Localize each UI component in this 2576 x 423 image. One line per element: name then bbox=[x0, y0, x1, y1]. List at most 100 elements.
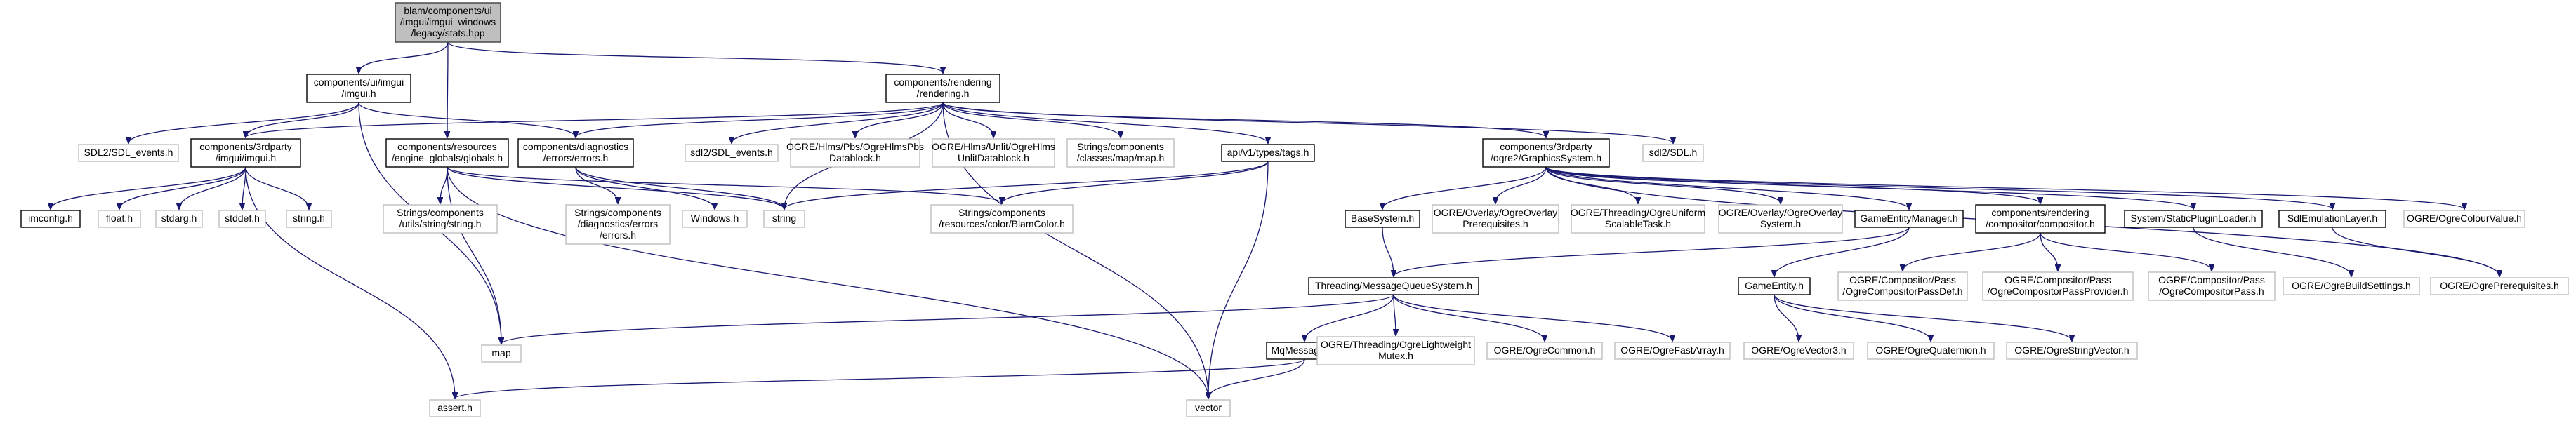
edge-graphics-to-overlay-prereq bbox=[1495, 166, 1547, 203]
node-sdl-events[interactable]: sdl2/SDL_events.h bbox=[685, 144, 779, 162]
node-tags[interactable]: api/v1/types/tags.h bbox=[1221, 144, 1315, 162]
node-label: api/v1/types/tags.h bbox=[1227, 147, 1309, 158]
node-ogre-common[interactable]: OGRE/OgreCommon.h bbox=[1486, 342, 1603, 360]
node-label: imconfig.h bbox=[28, 213, 73, 224]
node-mqs[interactable]: Threading/MessageQueueSystem.h bbox=[1308, 277, 1479, 295]
node-label: /imgui/imgui.h bbox=[216, 152, 276, 163]
node-graphics[interactable]: components/3rdparty/ogre2/GraphicsSystem… bbox=[1482, 138, 1610, 168]
edge-gameentity-to-stringvector bbox=[1774, 294, 2072, 341]
node-label: Mutex.h bbox=[1378, 350, 1413, 361]
node-label: Windows.h bbox=[691, 213, 739, 224]
node-stringvector[interactable]: OGRE/OgreStringVector.h bbox=[2006, 342, 2138, 360]
node-imgui-h[interactable]: components/ui/imgui/imgui.h bbox=[306, 74, 411, 103]
node-label: map bbox=[491, 347, 510, 358]
node-label: Strings/components bbox=[397, 207, 484, 218]
node-label: stdarg.h bbox=[161, 213, 197, 224]
node-label: OGRE/OgreBuildSettings.h bbox=[2292, 280, 2411, 291]
node-sdl2-events[interactable]: SDL2/SDL_events.h bbox=[78, 144, 179, 162]
node-label: Datablock.h bbox=[829, 152, 881, 163]
node-label: /ogre2/GraphicsSystem.h bbox=[1491, 152, 1601, 163]
node-imconfig[interactable]: imconfig.h bbox=[20, 210, 81, 228]
node-colourvalue[interactable]: OGRE/OgreColourValue.h bbox=[2403, 210, 2525, 228]
node-box bbox=[2430, 277, 2569, 295]
node-box bbox=[2148, 271, 2276, 301]
edge-rendering-h-to-third-imgui bbox=[246, 102, 944, 137]
edge-globals-to-string-utils bbox=[440, 166, 448, 203]
edge-gem-to-gameentity bbox=[1774, 227, 1910, 276]
node-box bbox=[383, 204, 498, 234]
node-label: components/diagnostics bbox=[523, 141, 628, 152]
node-label: GameEntity.h bbox=[1745, 280, 1804, 291]
node-sdl-h[interactable]: sdl2/SDL.h bbox=[1642, 144, 1704, 162]
node-string-utils[interactable]: Strings/components/utils/string/string.h bbox=[383, 204, 498, 234]
node-errors[interactable]: components/diagnostics/errors/errors.h bbox=[517, 138, 634, 168]
node-box bbox=[286, 210, 332, 228]
node-label: ScalableTask.h bbox=[1605, 218, 1671, 229]
node-label: OGRE/OgreFastArray.h bbox=[1620, 344, 1724, 356]
node-stddef[interactable]: stddef.h bbox=[218, 210, 266, 228]
node-label: /imgui.h bbox=[341, 88, 376, 99]
node-windows[interactable]: Windows.h bbox=[682, 210, 748, 228]
node-compositor[interactable]: components/rendering/compositor/composit… bbox=[1975, 204, 2106, 234]
edge-graphics-to-uniform-task bbox=[1545, 166, 1638, 203]
node-label: OGRE/OgreCommon.h bbox=[1494, 344, 1596, 356]
node-basesystem[interactable]: BaseSystem.h bbox=[1345, 210, 1420, 228]
node-assert-h[interactable]: assert.h bbox=[429, 399, 481, 417]
node-label: components/rendering bbox=[1991, 207, 2089, 218]
node-vector3[interactable]: OGRE/OgreVector3.h bbox=[1743, 342, 1854, 360]
node-gem[interactable]: GameEntityManager.h bbox=[1854, 210, 1964, 228]
node-blamcolor[interactable]: Strings/components/resources/color/BlamC… bbox=[930, 204, 1074, 234]
node-float-h[interactable]: float.h bbox=[98, 210, 141, 228]
node-label: OGRE/Threading/OgreUniform bbox=[1571, 207, 1705, 218]
node-label: /diagnostics/errors bbox=[578, 218, 658, 229]
node-fast-array[interactable]: OGRE/OgreFastArray.h bbox=[1614, 342, 1731, 360]
edge-gameentity-to-vector3 bbox=[1774, 294, 1799, 341]
node-map-h[interactable]: Strings/components/classes/map/map.h bbox=[1066, 138, 1175, 168]
node-quaternion[interactable]: OGRE/OgreQuaternion.h bbox=[1867, 342, 1995, 360]
node-string[interactable]: string bbox=[763, 210, 805, 228]
node-box bbox=[2124, 210, 2263, 228]
node-static-plugin[interactable]: System/StaticPluginLoader.h bbox=[2124, 210, 2263, 228]
node-rendering-h[interactable]: components/rendering/rendering.h bbox=[885, 74, 1000, 103]
node-label: OGRE/OgreQuaternion.h bbox=[1875, 344, 1986, 356]
node-pass-h[interactable]: OGRE/Compositor/Pass/OgreCompositorPass.… bbox=[2148, 271, 2276, 301]
node-pass-provider[interactable]: OGRE/Compositor/Pass/OgreCompositorPassP… bbox=[1982, 271, 2134, 301]
edge-rendering-h-to-hlms-pbs bbox=[855, 102, 944, 137]
node-label: OGRE/OgreStringVector.h bbox=[2014, 344, 2129, 356]
node-build-settings[interactable]: OGRE/OgreBuildSettings.h bbox=[2283, 277, 2420, 295]
node-label: OGRE/Threading/OgreLightweight bbox=[1321, 339, 1471, 350]
node-string-h[interactable]: string.h bbox=[286, 210, 332, 228]
node-stdarg[interactable]: stdarg.h bbox=[155, 210, 203, 228]
node-map[interactable]: map bbox=[481, 344, 522, 363]
node-box bbox=[682, 210, 748, 228]
edge-sdlemu-to-ogre-prereq bbox=[2332, 227, 2499, 276]
edge-third-imgui-to-float-h bbox=[119, 166, 246, 209]
node-pass-def[interactable]: OGRE/Compositor/Pass/OgreCompositorPassD… bbox=[1837, 271, 1968, 301]
edge-static-plugin-to-build-settings bbox=[2193, 227, 2351, 276]
node-root[interactable]: blam/components/ui/imgui/imgui_windows/l… bbox=[395, 2, 501, 43]
node-label: components/resources bbox=[397, 141, 497, 152]
edge-rendering-h-to-tags bbox=[942, 102, 1268, 143]
node-box bbox=[2403, 210, 2525, 228]
node-box bbox=[1867, 342, 1995, 360]
node-vector[interactable]: vector bbox=[1186, 399, 1231, 417]
edge-imgui-h-to-errors bbox=[358, 102, 576, 137]
node-label: System/StaticPluginLoader.h bbox=[2131, 213, 2257, 224]
node-ogre-prereq[interactable]: OGRE/OgrePrerequisites.h bbox=[2430, 277, 2569, 295]
node-label: /imgui/imgui_windows bbox=[400, 16, 496, 27]
edge-graphics-to-colourvalue bbox=[1545, 166, 2464, 209]
node-diag-errors[interactable]: Strings/components/diagnostics/errors/er… bbox=[565, 204, 671, 245]
node-label: OGRE/OgreColourValue.h bbox=[2407, 213, 2522, 224]
node-globals[interactable]: components/resources/engine_globals/glob… bbox=[385, 138, 509, 168]
node-gameentity[interactable]: GameEntity.h bbox=[1738, 277, 1811, 295]
node-label: GameEntityManager.h bbox=[1860, 213, 1957, 224]
node-label: /OgreCompositorPass.h bbox=[2159, 286, 2264, 297]
node-third-imgui[interactable]: components/3rdparty/imgui/imgui.h bbox=[190, 138, 301, 168]
node-sdlemu[interactable]: SdlEmulationLayer.h bbox=[2278, 210, 2386, 228]
